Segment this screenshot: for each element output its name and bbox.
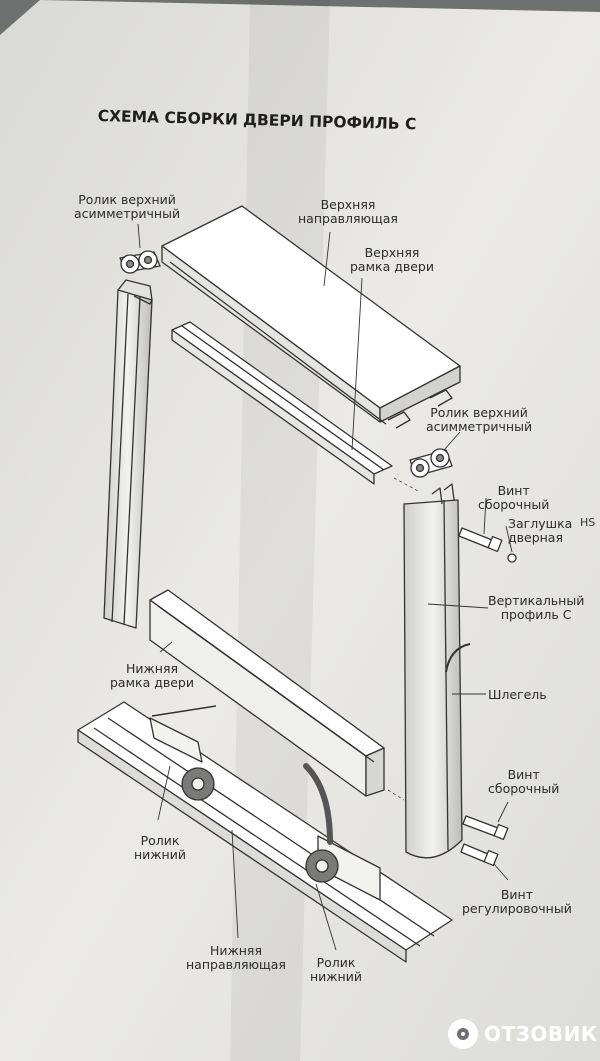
- top-roller-left: [119, 250, 161, 274]
- bottom-roller-left: [149, 705, 217, 801]
- leader-door-cap: [505, 525, 513, 553]
- leader-roller-top-right: [443, 431, 461, 451]
- label-roller-top-left: Ролик верхний асимметричный: [74, 192, 181, 221]
- otzovik-logo-icon: [448, 1019, 478, 1049]
- door-cap: [507, 553, 517, 563]
- label-edge-hs: HS: [580, 516, 596, 529]
- label-top-frame: Верхняя рамка двери: [350, 245, 434, 274]
- leader-roller-bottom-right: [315, 883, 337, 951]
- leader-vertical-profile: [427, 603, 489, 609]
- top-roller-right: [409, 448, 453, 478]
- bottom-roller-right: [303, 763, 381, 901]
- assembly-screw-lower: [462, 815, 509, 841]
- watermark-text: ОТЗОВИК: [484, 1022, 598, 1046]
- label-roller-top-right: Ролик верхний асимметричный: [426, 405, 533, 434]
- adjustment-screw: [460, 843, 499, 867]
- leader-adjust-screw: [493, 863, 509, 881]
- leader-roller-top-left: [137, 223, 141, 249]
- label-roller-bottom-left: Ролик нижний: [134, 833, 186, 862]
- assembly-screw-upper: [458, 527, 503, 553]
- label-screw-assembly-top: Винт сборочный: [478, 483, 550, 512]
- label-bottom-guide: Нижняя направляющая: [186, 943, 286, 972]
- label-door-cap: Заглушка дверная: [508, 516, 573, 545]
- label-roller-bottom-right: Ролик нижний: [310, 955, 362, 984]
- leader-roller-bottom-left: [157, 765, 171, 821]
- label-screw-adjust: Винт регулировочный: [462, 887, 572, 916]
- label-screw-assembly-bottom: Винт сборочный: [488, 767, 560, 796]
- leader-screw-top: [483, 497, 487, 535]
- leader-screw-bottom: [497, 801, 509, 823]
- watermark: ОТЗОВИК: [448, 1012, 598, 1056]
- label-bottom-frame: Нижняя рамка двери: [110, 661, 194, 690]
- bottom-door-frame: [149, 589, 385, 797]
- label-schlegel: Шлегель: [488, 687, 547, 702]
- vertical-profile-right: [403, 483, 463, 859]
- top-guide-rail: [161, 205, 461, 429]
- leader-bottom-guide: [231, 829, 239, 939]
- leader-top-guide: [323, 231, 331, 287]
- leader-top-frame: [351, 277, 363, 451]
- label-top-guide: Верхняя направляющая: [298, 197, 398, 226]
- leader-bottom-frame: [159, 641, 173, 653]
- label-vertical-profile: Вертикальный профиль С: [488, 593, 585, 622]
- vertical-profile-left: [103, 279, 153, 629]
- schlegel-strip: [445, 643, 471, 673]
- top-door-frame: [171, 321, 393, 485]
